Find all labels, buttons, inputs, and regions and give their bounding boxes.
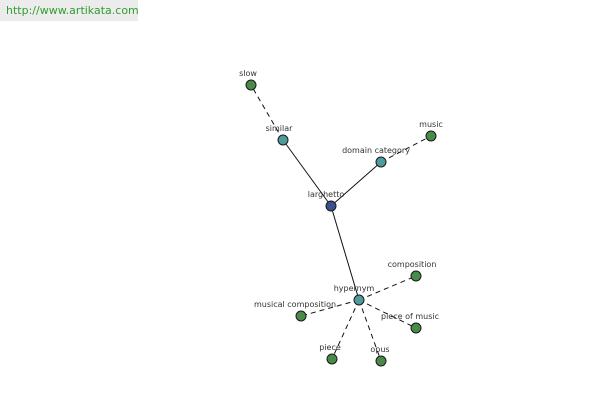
node-piece[interactable]	[326, 353, 338, 365]
node-slow[interactable]	[245, 79, 257, 91]
edge-larghetto-to-hypernym	[330, 205, 360, 301]
node-label-musical-composition: musical composition	[254, 300, 336, 309]
edge-hypernym-to-composition	[358, 275, 417, 301]
edge-domain-category-to-music	[380, 135, 432, 163]
node-domain-category[interactable]	[375, 156, 387, 168]
node-musical-composition[interactable]	[295, 310, 307, 322]
edge-hypernym-to-opus	[358, 299, 382, 362]
edge-hypernym-to-piece	[331, 299, 360, 360]
edge-larghetto-to-domain-category	[330, 161, 382, 207]
node-larghetto[interactable]	[325, 200, 337, 212]
node-label-composition: composition	[388, 260, 437, 269]
node-piece-of-music[interactable]	[410, 322, 422, 334]
node-music[interactable]	[425, 130, 437, 142]
edge-hypernym-to-piece-of-music	[358, 299, 417, 329]
node-label-larghetto: larghetto	[308, 190, 345, 199]
edge-similar-to-slow	[250, 84, 284, 141]
graph-edges	[250, 84, 432, 362]
graph-nodes	[245, 79, 437, 367]
node-opus[interactable]	[375, 355, 387, 367]
node-composition[interactable]	[410, 270, 422, 282]
node-hypernym[interactable]	[353, 294, 365, 306]
node-label-music: music	[419, 120, 443, 129]
node-label-domain-category: domain category	[342, 146, 410, 155]
node-similar[interactable]	[277, 134, 289, 146]
node-label-piece: piece	[319, 343, 341, 352]
graph-labels: larghetto similar domain category hypernym s…	[239, 69, 443, 354]
node-label-slow: slow	[239, 69, 257, 78]
watermark-url: http://www.artikata.com	[0, 0, 139, 21]
edge-hypernym-to-musical-composition	[300, 299, 360, 317]
node-label-opus: opus	[370, 345, 389, 354]
node-label-similar: similar	[266, 124, 294, 133]
edge-larghetto-to-similar	[282, 139, 332, 207]
node-label-hypernym: hypernym	[334, 284, 375, 293]
node-label-piece-of-music: piece of music	[381, 312, 439, 321]
